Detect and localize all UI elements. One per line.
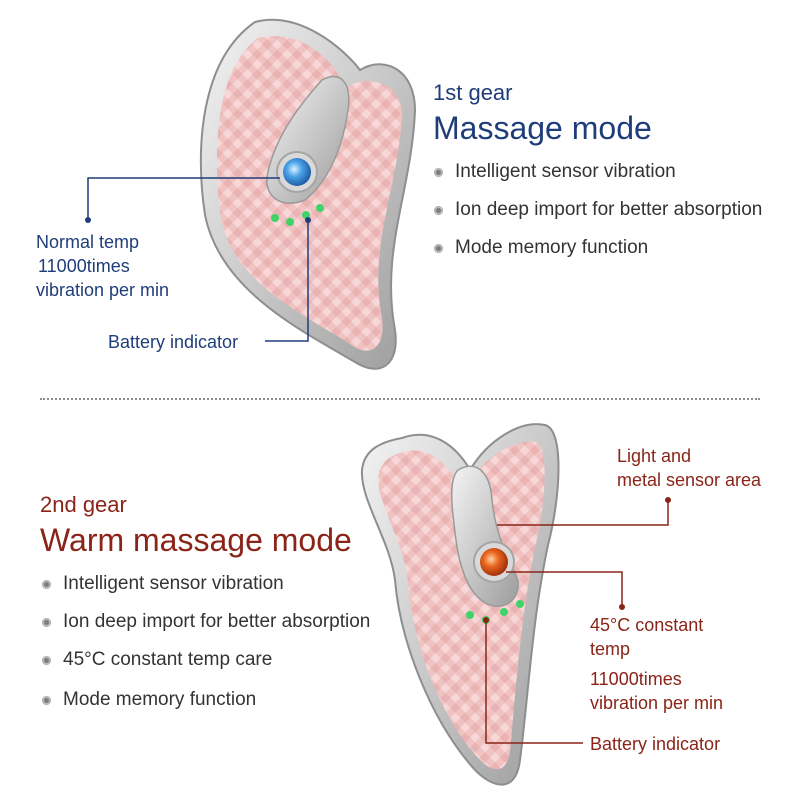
temp-line: 11000times <box>590 669 682 689</box>
bullet-icon <box>42 617 51 627</box>
bullet-icon <box>42 655 51 665</box>
temp-line: Normal temp <box>36 232 140 252</box>
top-gear-label: 1st gear <box>433 80 513 105</box>
feature-text: 45°C constant temp care <box>63 649 273 670</box>
battery-led <box>516 600 524 608</box>
callout-line-temp <box>506 571 623 607</box>
temp-line: temp <box>590 639 631 659</box>
battery-led <box>466 611 474 619</box>
bottom-feature-item: Mode memory function <box>42 689 256 711</box>
bottom-temp-label: 45°C constant temp 11000times vibration … <box>590 613 723 715</box>
device-face <box>378 441 545 770</box>
temp-line: vibration per min <box>590 693 724 713</box>
bottom-battery-label: Battery indicator <box>590 734 721 754</box>
top-feature-item: Mode memory function <box>434 237 648 259</box>
sensor-line: Light and <box>617 446 692 466</box>
battery-led <box>316 204 324 212</box>
bullet-icon <box>42 695 51 705</box>
bottom-sensor-label: Light and metal sensor area <box>617 444 761 492</box>
battery-led <box>500 608 508 616</box>
battery-led <box>271 214 279 222</box>
bullet-icon <box>434 167 443 177</box>
bottom-gear-label: 2nd gear <box>40 492 127 517</box>
bullet-icon <box>434 243 443 253</box>
bottom-feature-item: 45°C constant temp care <box>42 649 272 671</box>
section-divider <box>40 398 760 400</box>
top-temp-label: Normal temp 11000times vibration per min <box>36 230 169 302</box>
feature-text: Intelligent sensor vibration <box>455 161 676 182</box>
bullet-icon <box>434 205 443 215</box>
feature-text: Intelligent sensor vibration <box>63 573 284 594</box>
top-battery-label: Battery indicator <box>108 332 239 352</box>
sensor-line: metal sensor area <box>617 470 762 490</box>
temp-line: 45°C constant <box>590 615 704 635</box>
bullet-icon <box>42 579 51 589</box>
top-mode-title: Massage mode <box>433 110 652 146</box>
feature-text: Mode memory function <box>63 689 257 710</box>
callout-line-battery <box>485 620 583 744</box>
feature-text: Ion deep import for better absorption <box>63 611 371 632</box>
callout-line-battery <box>265 220 309 342</box>
top-feature-item: Ion deep import for better absorption <box>434 199 762 221</box>
top-feature-item: Intelligent sensor vibration <box>434 161 676 183</box>
feature-text: Mode memory function <box>455 237 649 258</box>
callout-line-sensor <box>497 500 669 526</box>
temp-line: vibration per min <box>36 280 170 300</box>
battery-led <box>286 218 294 226</box>
bottom-mode-title: Warm massage mode <box>40 522 352 558</box>
bottom-feature-item: Ion deep import for better absorption <box>42 611 370 633</box>
bottom-feature-item: Intelligent sensor vibration <box>42 573 284 595</box>
callout-line-temp <box>87 177 280 220</box>
temp-line: 11000times <box>38 256 130 276</box>
feature-text: Ion deep import for better absorption <box>455 199 763 220</box>
